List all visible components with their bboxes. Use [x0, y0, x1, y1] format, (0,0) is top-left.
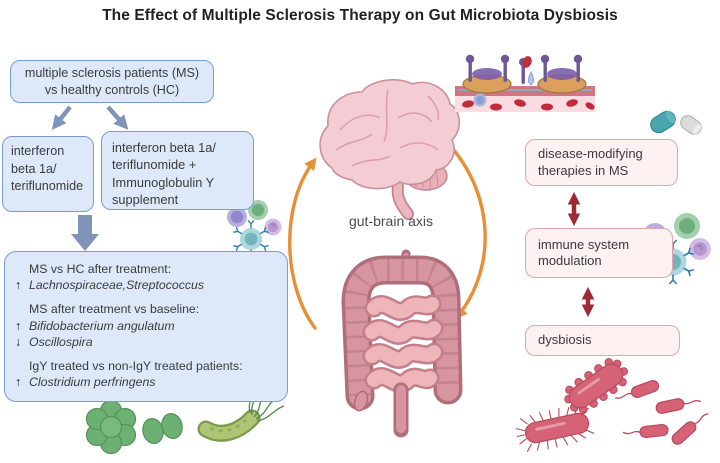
results-box: MS vs HC after treatment: ↑ Lachnospirac… [4, 251, 288, 402]
up-arrow-icon: ↑ [15, 318, 22, 333]
result-item: ↓ Oscillospira [15, 334, 279, 350]
dmt-box: disease-modifying therapies in MS [525, 139, 678, 186]
result-group-ms-vs-hc: MS vs HC after treatment: ↑ Lachnospirac… [15, 261, 279, 293]
dysbiosis-box: dysbiosis [525, 325, 680, 356]
immune-modulation-box: immune system modulation [525, 228, 673, 278]
pill-capsules-icon [650, 110, 702, 135]
result-item: ↑ Clostridium perfringens [15, 374, 279, 390]
taxa-name: Clostridium perfringens [29, 375, 156, 390]
result-item: ↑ Lachnospiraceae,Streptococcus [15, 277, 279, 293]
result-group-after-vs-baseline: MS after treatment vs baseline: ↑ Bifido… [15, 301, 279, 350]
split-arrows [51, 105, 129, 130]
pink-bacteria-icon [516, 358, 709, 452]
therapy-box-igy-supplement: interferon beta 1a/ teriflunomide + Immu… [101, 131, 254, 210]
taxa-name: Oscillospira [29, 334, 93, 349]
result-heading: MS after treatment vs baseline: [29, 302, 200, 317]
intestine-icon [341, 249, 463, 438]
small-intestine [362, 294, 444, 393]
taxa-name: Bifidobacterium angulatum [29, 318, 175, 333]
up-arrow-icon: ↑ [15, 375, 22, 390]
gut-brain-axis-label: gut-brain axis [348, 213, 434, 229]
taxa-name: Lachnospiraceae,Streptococcus [29, 278, 204, 293]
result-heading: MS vs HC after treatment: [29, 262, 172, 276]
gut-epithelium-icon [455, 54, 595, 112]
comparison-line-1: multiple sclerosis patients (MS) [24, 66, 200, 81]
down-arrow [71, 215, 99, 251]
down-arrow-icon: ↓ [15, 334, 22, 349]
page-title: The Effect of Multiple Sclerosis Therapy… [102, 7, 618, 24]
brain-icon [319, 79, 461, 220]
result-item: ↑ Bifidobacterium angulatum [15, 318, 279, 334]
therapy-box-interferon: interferon beta 1a/ teriflunomide [2, 136, 94, 212]
comparison-box: multiple sclerosis patients (MS) vs heal… [10, 60, 214, 103]
result-group-igy-vs-nonigy: IgY treated vs non-IgY treated patients:… [15, 358, 279, 390]
axis-arrows [288, 146, 487, 330]
result-heading: IgY treated vs non-IgY treated patients: [29, 359, 243, 374]
up-arrow-icon: ↑ [15, 278, 22, 293]
comparison-line-2: vs healthy controls (HC) [44, 82, 180, 97]
